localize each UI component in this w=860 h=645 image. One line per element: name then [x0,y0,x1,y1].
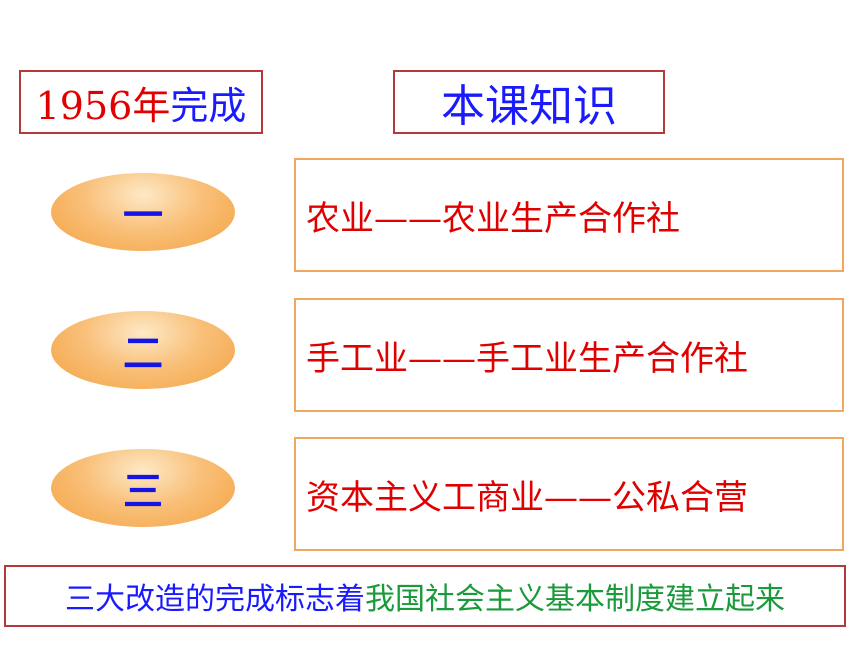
marker-label-2: 二 [123,331,163,377]
summary-box: 三大改造的完成标志着我国社会主义基本制度建立起来 [4,565,846,627]
item-text-handicraft: 手工业——手工业生产合作社 [306,338,748,379]
item-box-commerce: 资本主义工商业——公私合营 [294,437,844,551]
year-completed-text: 完成 [170,83,247,128]
marker-oval-3: 三 [51,449,235,527]
marker-oval-1: 一 [51,173,235,251]
item-text-commerce: 资本主义工商业——公私合营 [306,477,748,518]
marker-label-3: 三 [123,469,163,515]
year-number: 1956年 [35,83,171,128]
marker-label-1: 一 [123,193,163,239]
year-label-box: 1956年完成 [19,70,263,134]
summary-part-1: 三大改造的完成标志着 [65,582,365,617]
summary-part-2: 我国社会主义基本制度建立起来 [365,582,785,617]
marker-oval-2: 二 [51,311,235,389]
lesson-title: 本课知识 [441,81,617,132]
item-box-handicraft: 手工业——手工业生产合作社 [294,298,844,412]
item-text-agriculture: 农业——农业生产合作社 [306,198,680,239]
lesson-title-box: 本课知识 [393,70,665,134]
item-box-agriculture: 农业——农业生产合作社 [294,158,844,272]
